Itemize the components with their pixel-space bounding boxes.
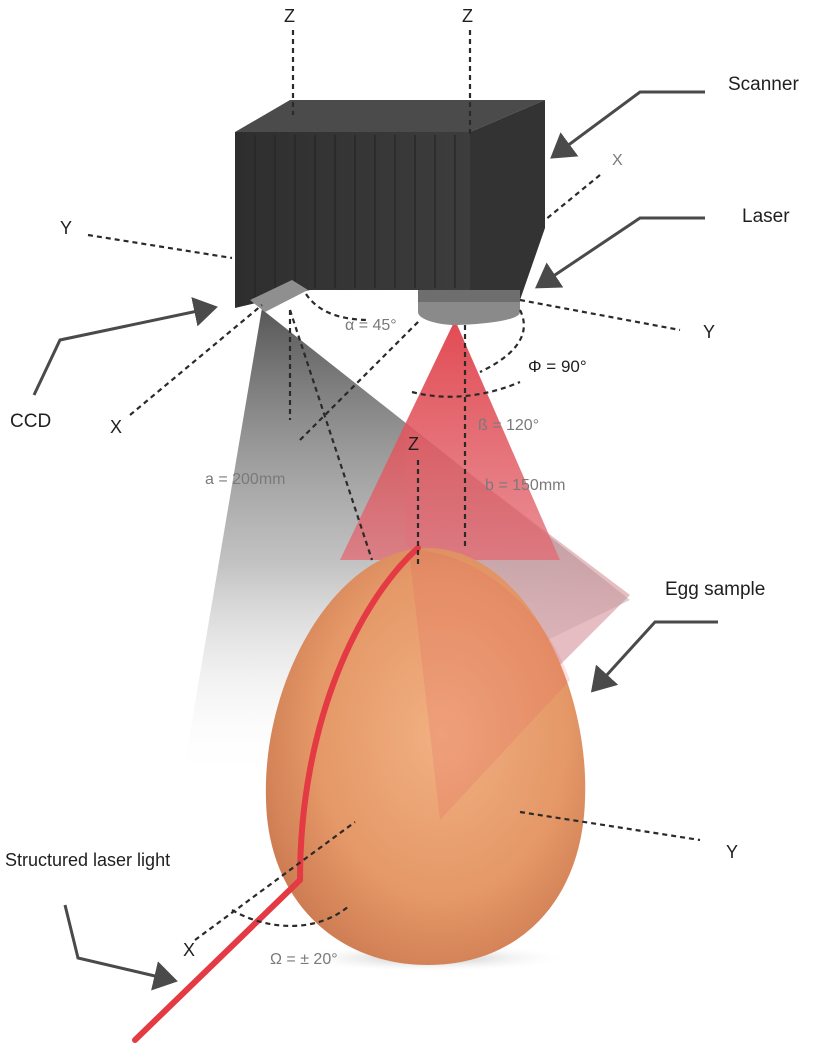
scanner-ribbing [254, 135, 456, 300]
axis-x-scanner: X [612, 152, 623, 169]
label-ccd: CCD [10, 411, 51, 432]
axis-x-ccd: X [110, 417, 122, 437]
callout-arrows [32, 90, 718, 991]
axis-z-right: Z [462, 6, 473, 26]
laser-emitter-icon [418, 300, 520, 325]
ccd-lens-icon [250, 280, 308, 312]
dim-beta: ß = 120° [478, 417, 539, 434]
dim-b: b = 150mm [485, 477, 565, 494]
dim-a: a = 200mm [205, 471, 285, 488]
scanner-top-face [235, 100, 545, 132]
axis-y-left: Y [60, 218, 72, 238]
label-scanner: Scanner [728, 74, 799, 95]
scanner-side-face [470, 100, 545, 300]
scanner-box-icon [235, 132, 470, 308]
label-egg-sample: Egg sample [665, 579, 765, 600]
egg-laser-tint [410, 550, 570, 820]
axis-z-left: Z [284, 6, 295, 26]
axis-lines [87, 30, 701, 941]
laser-beam [340, 320, 560, 560]
dim-alpha: α = 45° [345, 317, 397, 334]
laser-emitter-top [418, 290, 520, 302]
angle-arcs [231, 293, 525, 927]
axis-y-right: Y [703, 322, 715, 342]
axis-x-egg: X [183, 940, 195, 960]
dim-phi: Φ = 90° [528, 357, 587, 376]
axis-z-egg: Z [408, 434, 419, 454]
label-laser: Laser [742, 206, 790, 227]
label-structured-laser-light: Structured laser light [5, 850, 170, 870]
dim-omega: Ω = ± 20° [270, 951, 338, 968]
laser-line-icon [132, 545, 421, 1043]
axis-y-egg: Y [726, 842, 738, 862]
